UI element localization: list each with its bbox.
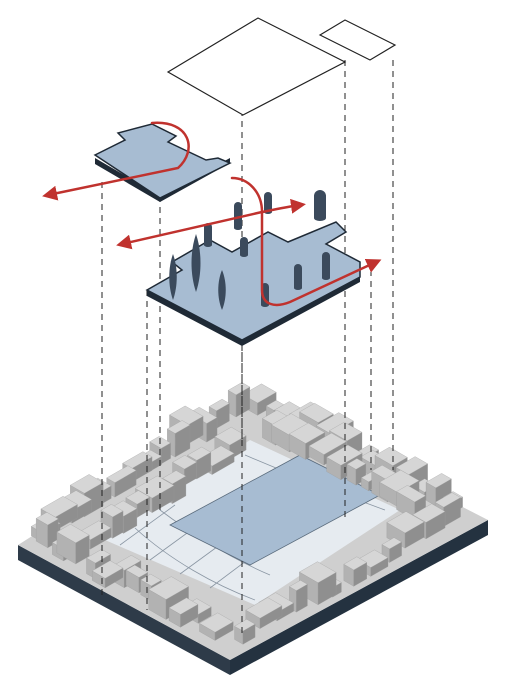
tree-icon <box>240 237 248 257</box>
building-face <box>329 421 363 442</box>
building-face <box>35 512 59 526</box>
building-face <box>106 465 137 483</box>
building-face <box>199 612 234 633</box>
upper-platform <box>93 123 232 202</box>
tree-icon <box>204 223 212 247</box>
lower-platform <box>145 221 361 341</box>
building-face <box>234 619 256 632</box>
building-face <box>374 446 408 466</box>
building-face <box>386 511 425 534</box>
building-face <box>125 490 150 505</box>
tree-icon <box>169 254 177 300</box>
tree-icon <box>264 192 272 214</box>
building-face <box>299 561 337 583</box>
building-face <box>169 405 204 426</box>
building-face <box>69 474 104 494</box>
building-face <box>100 504 124 518</box>
arrow-top-right <box>260 198 306 214</box>
tree-icon <box>218 270 226 310</box>
building-face <box>381 537 402 550</box>
building-face <box>166 420 191 434</box>
building-face <box>172 455 197 470</box>
building-face <box>434 492 461 508</box>
building-face <box>168 597 199 615</box>
projection-guides <box>101 60 394 635</box>
building-face <box>91 560 124 579</box>
building-face <box>162 470 187 485</box>
tree-icon <box>191 234 201 292</box>
building-face <box>346 458 367 470</box>
building-face <box>289 580 308 591</box>
tree-group <box>169 190 330 310</box>
building-face <box>140 573 162 587</box>
tower-outline <box>166 17 347 116</box>
building-face <box>308 432 347 455</box>
arrow-upper-exit <box>42 121 190 201</box>
building-face <box>122 451 153 469</box>
building-face <box>187 446 212 461</box>
building-face <box>135 475 175 499</box>
building-face <box>425 473 452 489</box>
small-rooftop-outline <box>318 19 397 61</box>
building-face <box>40 496 78 518</box>
building-face <box>343 556 368 571</box>
building-face <box>412 503 446 523</box>
building-face <box>214 426 247 446</box>
upper-platform-shape <box>93 123 232 199</box>
city-buildings <box>31 382 463 645</box>
base-left-side <box>18 545 230 675</box>
building-face <box>56 524 90 544</box>
tree-icon <box>314 190 326 221</box>
building-face <box>208 398 230 411</box>
tree-icon <box>322 252 330 280</box>
building-face <box>299 403 334 423</box>
building-face <box>288 422 326 444</box>
tower-roof <box>166 17 347 116</box>
building-face <box>125 564 148 578</box>
small-roof <box>318 19 397 61</box>
tree-icon <box>294 264 302 290</box>
tree-icon <box>234 202 242 230</box>
building-face <box>245 597 283 619</box>
arrow-lower-exit <box>260 210 382 307</box>
building-face <box>379 469 420 493</box>
lower-platform-with-trees <box>145 190 361 346</box>
base-right-side <box>230 520 488 675</box>
city-base-block <box>18 382 488 675</box>
building-face <box>395 456 428 475</box>
building-face <box>326 444 363 466</box>
building-face <box>148 576 189 600</box>
building-face <box>396 485 426 503</box>
circulation-arrows <box>42 121 382 307</box>
